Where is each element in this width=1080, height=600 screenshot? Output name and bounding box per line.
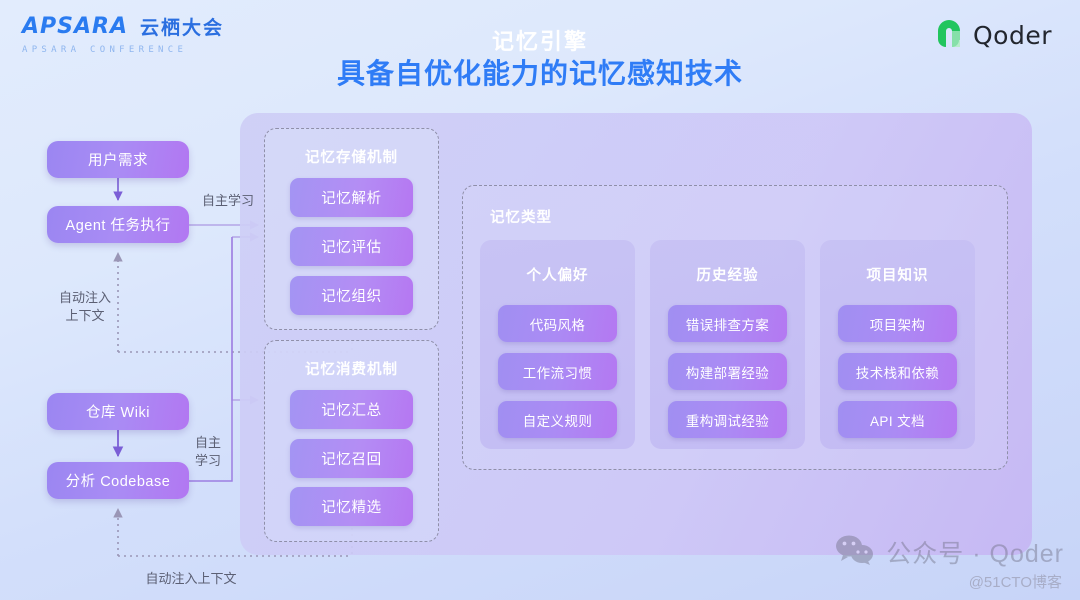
chip-code-style[interactable]: 代码风格	[498, 305, 617, 342]
apsara-logo: APSARA 云栖大会 APSARA CONFERENCE	[22, 14, 272, 56]
edge-label-self-learning-bottom: 自主 学习	[194, 435, 221, 468]
qoder-logo: Qoder	[935, 20, 1052, 50]
chip-memory-organize[interactable]: 记忆组织	[290, 276, 413, 315]
node-analyze-codebase[interactable]: 分析 Codebase	[47, 462, 189, 499]
wechat-icon	[835, 535, 877, 570]
memory-storage-title: 记忆存储机制	[305, 150, 398, 166]
qoder-mark-icon	[935, 20, 963, 50]
page-title: 具备自优化能力的记忆感知技术	[336, 58, 743, 89]
watermark: 公众号 · Qoder	[835, 534, 1064, 570]
chip-project-architecture[interactable]: 项目架构	[838, 305, 957, 342]
watermark-text: 公众号 · Qoder	[886, 540, 1064, 568]
memory-engine-title: 记忆引擎	[491, 29, 588, 54]
apsara-wordmark: APSARA	[22, 14, 128, 39]
chip-api-docs[interactable]: API 文档	[838, 401, 957, 438]
chip-memory-recall[interactable]: 记忆召回	[290, 439, 413, 478]
memory-type-column-title: 历史经验	[696, 268, 759, 284]
edge-label-auto-inject-top: 自动注入 上下文	[58, 290, 111, 323]
qoder-wordmark: Qoder	[972, 20, 1052, 50]
memory-consumption-title: 记忆消费机制	[305, 362, 398, 378]
chip-memory-evaluate[interactable]: 记忆评估	[290, 227, 413, 266]
memory-type-column-personal: 个人偏好 代码风格 工作流习惯 自定义规则	[480, 240, 635, 449]
chip-workflow-habit[interactable]: 工作流习惯	[498, 353, 617, 390]
node-agent-task-execution[interactable]: Agent 任务执行	[47, 206, 189, 243]
chip-tech-stack-dependencies[interactable]: 技术栈和依赖	[838, 353, 957, 390]
chip-custom-rules[interactable]: 自定义规则	[498, 401, 617, 438]
apsara-subtitle: APSARA CONFERENCE	[22, 45, 188, 55]
apsara-chinese-name: 云栖大会	[140, 18, 225, 39]
chip-memory-selection[interactable]: 记忆精选	[290, 487, 413, 526]
chip-memory-parse[interactable]: 记忆解析	[290, 178, 413, 217]
memory-type-column-title: 个人偏好	[526, 268, 589, 284]
memory-types-title: 记忆类型	[490, 210, 552, 226]
node-user-requirement[interactable]: 用户需求	[47, 141, 189, 178]
chip-refactor-debug-experience[interactable]: 重构调试经验	[668, 401, 787, 438]
memory-type-column-history: 历史经验 错误排查方案 构建部署经验 重构调试经验	[650, 240, 805, 449]
chip-error-troubleshooting[interactable]: 错误排查方案	[668, 305, 787, 342]
memory-type-column-title: 项目知识	[866, 268, 929, 284]
chip-build-deploy-experience[interactable]: 构建部署经验	[668, 353, 787, 390]
node-repo-wiki[interactable]: 仓库 Wiki	[47, 393, 189, 430]
chip-memory-summary[interactable]: 记忆汇总	[290, 390, 413, 429]
memory-type-column-project: 项目知识 项目架构 技术栈和依赖 API 文档	[820, 240, 975, 449]
edge-label-self-learning-top: 自主学习	[201, 193, 254, 208]
edge-label-auto-inject-bottom: 自动注入上下文	[145, 571, 237, 586]
watermark-subtext: @51CTO博客	[968, 574, 1062, 591]
